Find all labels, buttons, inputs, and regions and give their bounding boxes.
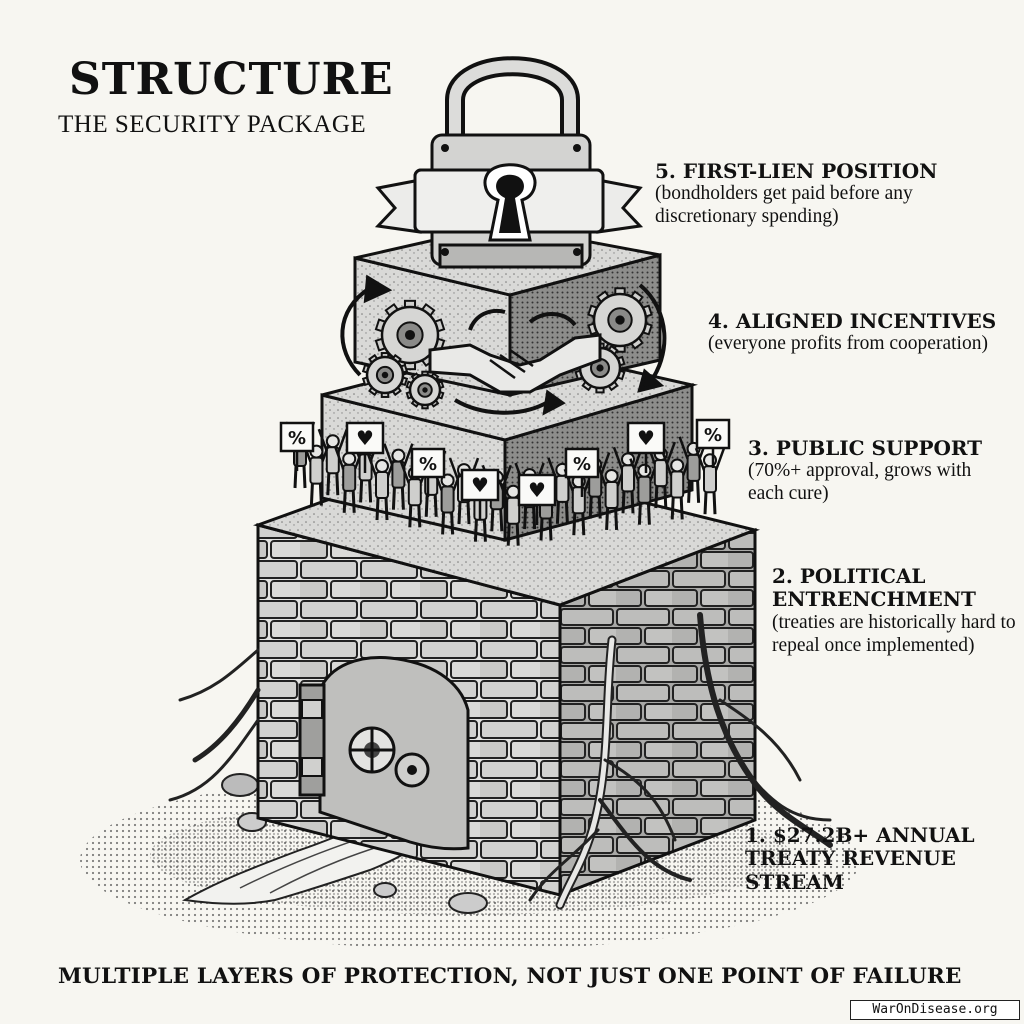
heart-sign: ♥ [517,473,557,525]
person-figure [612,446,644,514]
heart-icon: ♥ [528,478,546,502]
crowd: % ♥% ♥ ♥% ♥% [279,418,731,546]
layer-label: 1. $27.2B+ ANNUAL TREATY REVENUE STREAM [745,823,975,894]
person-figure [383,443,414,510]
layer-label: 2. POLITICAL ENTRENCHMENT [772,564,976,612]
layer-5-text: 5. FIRST-LIEN POSITION (bondholders get … [655,159,985,229]
layer-2-text: 2. POLITICAL ENTRENCHMENT (treaties are … [772,564,1017,657]
percent-icon: % [704,425,722,446]
heart-sign: ♥ [345,421,385,473]
brand-watermark[interactable]: WarOnDisease.org [850,1000,1020,1020]
percent-sign: % [410,447,446,497]
layer-label: 4. ALIGNED INCENTIVES [708,309,997,333]
person-figure [547,457,578,524]
person-figure [366,453,398,521]
heart-icon: ♥ [356,426,374,450]
handshake-icon [428,333,602,394]
gear-icon [361,352,409,398]
person-figure [662,453,693,520]
percent-sign: % [279,421,315,471]
percent-sign: % [564,447,600,497]
person-figure [498,479,529,546]
percent-icon: % [573,454,591,475]
heart-icon: ♥ [471,473,489,497]
layer-3-text: 3. PUBLIC SUPPORT (70%+ approval, grows … [748,436,998,506]
heart-sign: ♥ [460,468,500,520]
percent-icon: % [288,428,306,449]
layer-description: (everyone profits from cooperation) [708,333,988,355]
layer-label: 5. FIRST-LIEN POSITION [655,159,938,183]
layer-description: (bondholders get paid before any discret… [655,183,913,228]
heart-icon: ♥ [637,426,655,450]
root-icon [168,612,833,910]
layer-description: (70%+ approval, grows with each cure) [748,460,972,505]
layer-1-text: 1. $27.2B+ ANNUAL TREATY REVENUE STREAM [745,823,985,894]
page-title: STRUCTURE [69,54,394,105]
person-figure [317,428,348,496]
percent-icon: % [419,454,437,475]
percent-sign: % [695,418,731,468]
heart-sign: ♥ [626,421,666,473]
footer-tagline: MULTIPLE LAYERS OF PROTECTION, NOT JUST … [58,964,962,989]
gear-icon [587,287,653,353]
layer-description: (treaties are historically hard to repea… [772,611,1016,656]
keyhole-icon [483,163,537,242]
page-subtitle: THE SECURITY PACKAGE [58,111,367,138]
person-figure [694,447,726,515]
cycle-arrow-icon [340,274,667,416]
layer-4-text: 4. ALIGNED INCENTIVES (everyone profits … [708,309,1008,356]
layer-label: 3. PUBLIC SUPPORT [748,436,983,460]
gear-icon [374,299,446,371]
vault-door-icon [298,655,470,851]
gear-icon [405,370,445,410]
